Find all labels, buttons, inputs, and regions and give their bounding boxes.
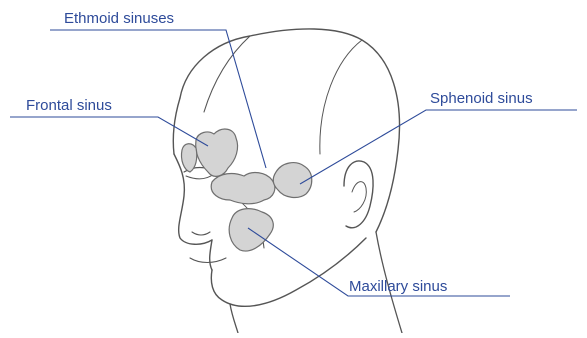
frontal-leader-line	[10, 117, 208, 146]
ethmoid-sinuses-label: Ethmoid sinuses	[64, 10, 174, 28]
frontal-sinus-shape	[196, 129, 238, 176]
frontal-sinus-label: Frontal sinus	[26, 97, 112, 115]
maxillary-sinus-label: Maxillary sinus	[349, 278, 447, 296]
sphenoid-sinus-label: Sphenoid sinus	[430, 90, 533, 108]
sphenoid-leader-line	[300, 110, 577, 184]
ethmoid-sinus-shape	[211, 173, 275, 204]
frontal-sinus-right-shape	[181, 144, 196, 172]
sinus-shapes	[181, 129, 311, 251]
